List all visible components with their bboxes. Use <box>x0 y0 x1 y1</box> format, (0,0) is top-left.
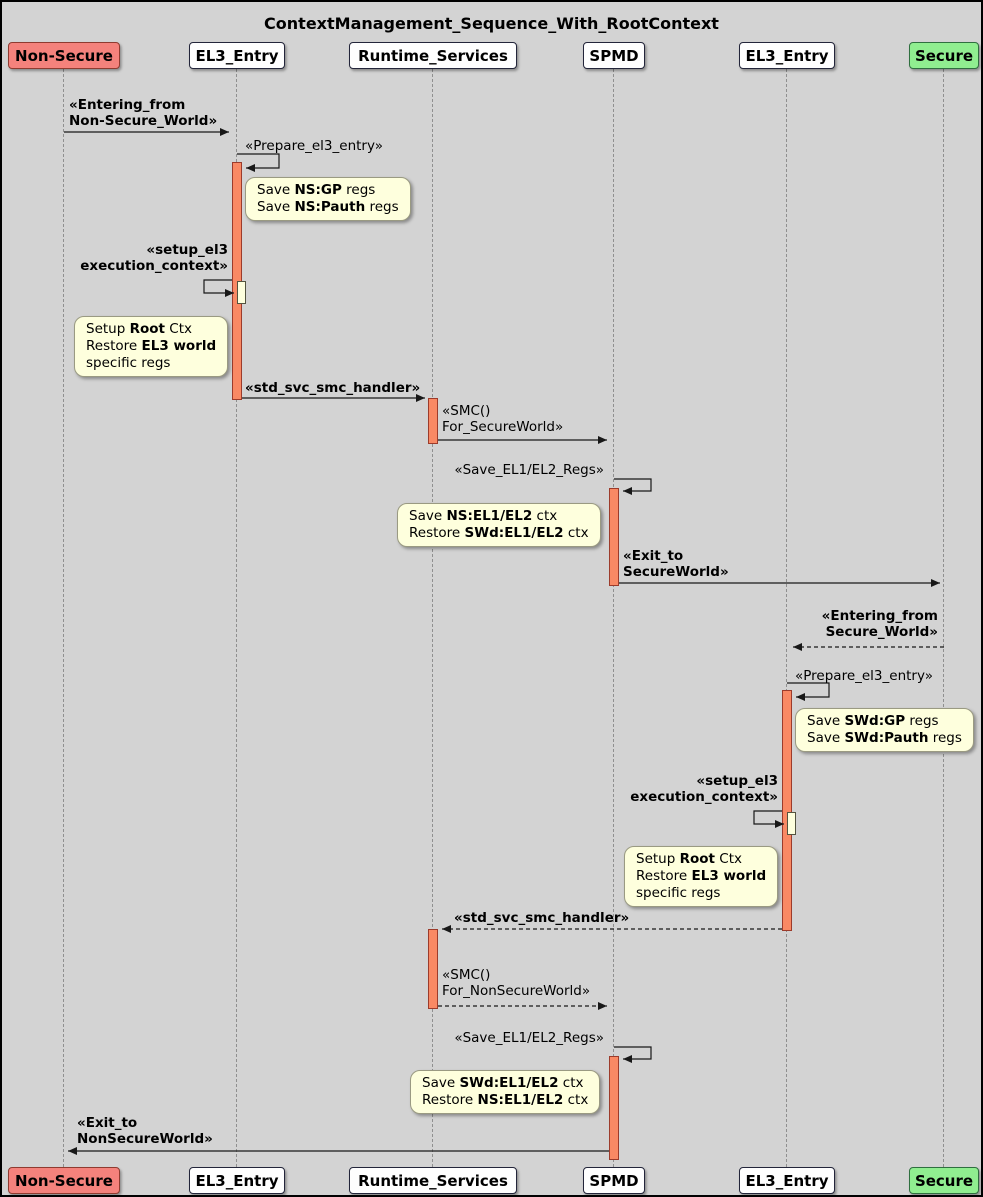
message-label-save-el1-el2-regs-2: «Save_EL1/EL2_Regs» <box>454 1030 604 1046</box>
message-label-prepare-el3-entry-2: «Prepare_el3_entry» <box>795 668 933 684</box>
message-label-smc-for-secure-world: «SMC() For_SecureWorld» <box>442 403 564 435</box>
participant-label: EL3_Entry <box>745 46 829 65</box>
lifeline-non-secure <box>63 69 64 1167</box>
participant-label: Runtime_Services <box>358 46 508 65</box>
participant-secure-bottom: Secure <box>909 1167 979 1194</box>
participant-label: EL3_Entry <box>745 1171 829 1190</box>
participant-non-secure-top: Non-Secure <box>8 42 120 69</box>
arrow-prepare-el3-entry-2 <box>787 682 830 701</box>
message-label-smc-for-non-secure-world: «SMC() For_NonSecureWorld» <box>442 967 591 999</box>
activation-spmd-1 <box>609 488 619 586</box>
participant-label: EL3_Entry <box>195 46 279 65</box>
message-label-exit-to-secure-world: «Exit_to SecureWorld» <box>623 548 729 580</box>
participant-label: Secure <box>914 46 974 65</box>
participant-runtime-services-top: Runtime_Services <box>349 42 517 69</box>
message-label-save-el1-el2-regs-1: «Save_EL1/EL2_Regs» <box>454 462 604 478</box>
message-label-setup-el3-1: «setup_el3 execution_context» <box>80 242 228 274</box>
message-label-prepare-el3-entry-1: «Prepare_el3_entry» <box>245 138 383 154</box>
participant-secure-top: Secure <box>909 42 979 69</box>
diagram-title: ContextManagement_Sequence_With_RootCont… <box>264 14 719 33</box>
lifeline-runtime-services <box>432 69 433 1167</box>
activation-spmd-2 <box>609 1056 619 1160</box>
participant-label: Secure <box>914 1171 974 1190</box>
arrow-setup-el3-1 <box>203 279 234 297</box>
message-label-std-svc-smc-handler-2: «std_svc_smc_handler» <box>454 910 630 926</box>
arrow-prepare-el3-entry-1 <box>237 153 280 172</box>
arrow-setup-el3-2 <box>753 810 784 828</box>
participant-label: Non-Secure <box>15 1171 113 1190</box>
participant-label: Runtime_Services <box>358 1171 508 1190</box>
participant-spmd-top: SPMD <box>583 42 645 69</box>
participant-el3-entry-left-top: EL3_Entry <box>189 42 285 69</box>
activation-el3-entry-right <box>782 690 792 931</box>
participant-el3-entry-left-bottom: EL3_Entry <box>189 1167 285 1194</box>
activation-runtime-services-1 <box>428 398 438 444</box>
message-label-exit-to-non-secure-world: «Exit_to NonSecureWorld» <box>77 1115 213 1147</box>
lifeline-spmd <box>613 69 614 1167</box>
message-label-entering-from-secure: «Entering_from Secure_World» <box>821 608 938 640</box>
participant-label: SPMD <box>589 1171 639 1190</box>
activation-setup-el3-right <box>787 812 796 835</box>
arrow-save-el1-el2-regs-2 <box>614 1046 652 1063</box>
participant-label: SPMD <box>589 46 639 65</box>
activation-runtime-services-2 <box>428 929 438 1009</box>
arrow-save-el1-el2-regs-1 <box>614 478 652 495</box>
activation-setup-el3-left <box>237 281 246 304</box>
message-label-setup-el3-2: «setup_el3 execution_context» <box>630 773 778 805</box>
participant-label: EL3_Entry <box>195 1171 279 1190</box>
message-label-std-svc-smc-handler-1: «std_svc_smc_handler» <box>245 380 421 396</box>
participant-runtime-services-bottom: Runtime_Services <box>349 1167 517 1194</box>
participant-label: Non-Secure <box>15 46 113 65</box>
lifeline-el3-entry-left <box>236 69 237 1167</box>
participant-el3-entry-right-top: EL3_Entry <box>739 42 835 69</box>
lifeline-el3-entry-right <box>786 69 787 1167</box>
participant-non-secure-bottom: Non-Secure <box>8 1167 120 1194</box>
message-label-entering-from-non-secure: «Entering_from Non-Secure_World» <box>69 97 218 129</box>
participant-spmd-bottom: SPMD <box>583 1167 645 1194</box>
participant-el3-entry-right-bottom: EL3_Entry <box>739 1167 835 1194</box>
lifeline-secure <box>943 69 944 1167</box>
